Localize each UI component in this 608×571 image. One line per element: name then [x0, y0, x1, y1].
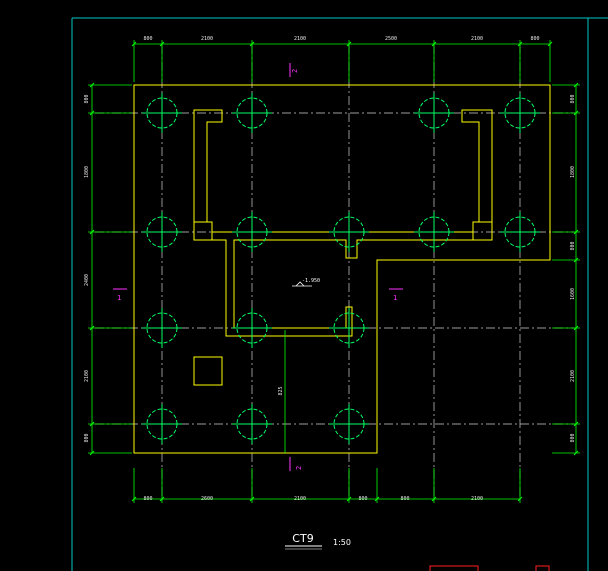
pile [232, 212, 272, 252]
drawing-frame [71, 17, 608, 571]
dim-bottom-5: 800 [400, 496, 409, 502]
section-mark-right: 1 [393, 294, 397, 302]
dim-bottom-2: 2600 [201, 496, 213, 502]
dim-left-3: 2400 [84, 274, 90, 286]
dim-top-3: 2100 [294, 36, 306, 42]
pile [232, 308, 272, 348]
dim-right-2: 1800 [570, 166, 576, 178]
dim-right-4: 1600 [570, 288, 576, 300]
dim-top-5: 2100 [471, 36, 483, 42]
pile [500, 212, 540, 252]
section-mark-left: 1 [117, 294, 121, 302]
dimension-ticks [89, 41, 579, 502]
pile [232, 93, 272, 133]
tag-boxes [429, 565, 550, 571]
dim-inner: 825 [278, 386, 284, 395]
dim-top-6: 800 [530, 36, 539, 42]
pile [414, 93, 454, 133]
pile [142, 404, 182, 444]
dim-right-6: 800 [570, 433, 576, 442]
dim-left-1: 800 [84, 94, 90, 103]
piles [142, 93, 540, 444]
drawing-title: CT9 [292, 532, 313, 545]
pile [500, 93, 540, 133]
pile [414, 212, 454, 252]
dim-bottom-3: 2100 [294, 496, 306, 502]
dim-top-4: 2500 [385, 36, 397, 42]
dim-left-4: 2100 [84, 370, 90, 382]
section-mark-top: 2 [291, 69, 299, 73]
dim-right-1: 800 [570, 94, 576, 103]
pile [232, 404, 272, 444]
dim-right-5: 2100 [570, 370, 576, 382]
dim-top-1: 800 [143, 36, 152, 42]
dim-left-2: 1800 [84, 166, 90, 178]
drawing-scale: 1:50 [333, 538, 351, 547]
section-markers [113, 63, 403, 471]
dim-right-3: 800 [570, 241, 576, 250]
section-mark-bottom: 2 [295, 466, 303, 470]
pile [329, 404, 369, 444]
pile [142, 212, 182, 252]
elevation-mark [292, 281, 312, 287]
pile [142, 308, 182, 348]
pile [142, 93, 182, 133]
dim-top-2: 2100 [201, 36, 213, 42]
dim-bottom-1: 800 [143, 496, 152, 502]
dim-bottom-6: 2100 [471, 496, 483, 502]
pile [329, 308, 369, 348]
pile-cap-outline [133, 84, 551, 454]
dim-left-5: 800 [84, 433, 90, 442]
elevation-note: -1.950 [302, 278, 320, 284]
dim-bottom-4: 800 [358, 496, 367, 502]
pile [329, 212, 369, 252]
wall-outline [193, 109, 493, 386]
